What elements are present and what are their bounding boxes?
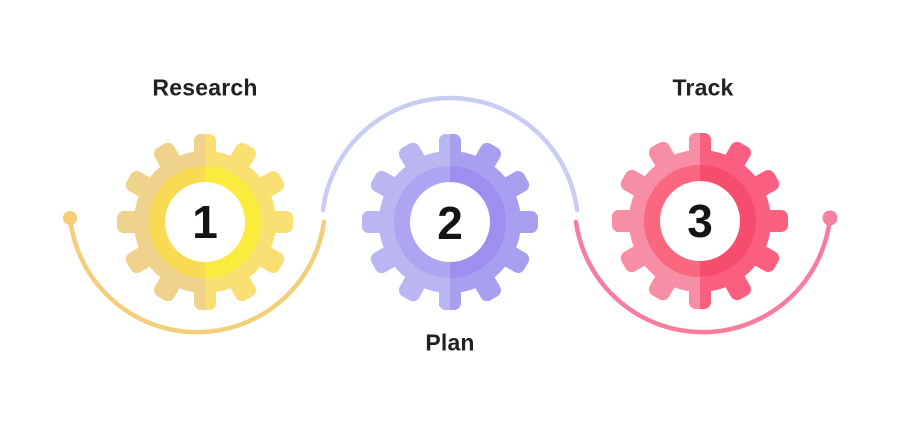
gear-step-3 [612, 133, 788, 309]
start-dot [63, 211, 77, 225]
gear-3-center [660, 181, 740, 261]
gear-step-2 [362, 134, 538, 310]
connector-arc-middle [320, 95, 580, 213]
gear-step-1 [117, 134, 293, 310]
end-dot [822, 210, 838, 226]
gear-2-center [410, 182, 490, 262]
connector-arc-start [67, 215, 327, 335]
step-1-number: 1 [192, 196, 218, 248]
step-3-number: 3 [687, 195, 713, 247]
step-1-label: Research [152, 74, 258, 101]
step-3-label: Track [672, 74, 734, 101]
step-2-label: Plan [425, 329, 475, 356]
connector-arc-end [573, 215, 833, 335]
gear-1-center [165, 182, 245, 262]
step-2-number: 2 [437, 197, 463, 249]
